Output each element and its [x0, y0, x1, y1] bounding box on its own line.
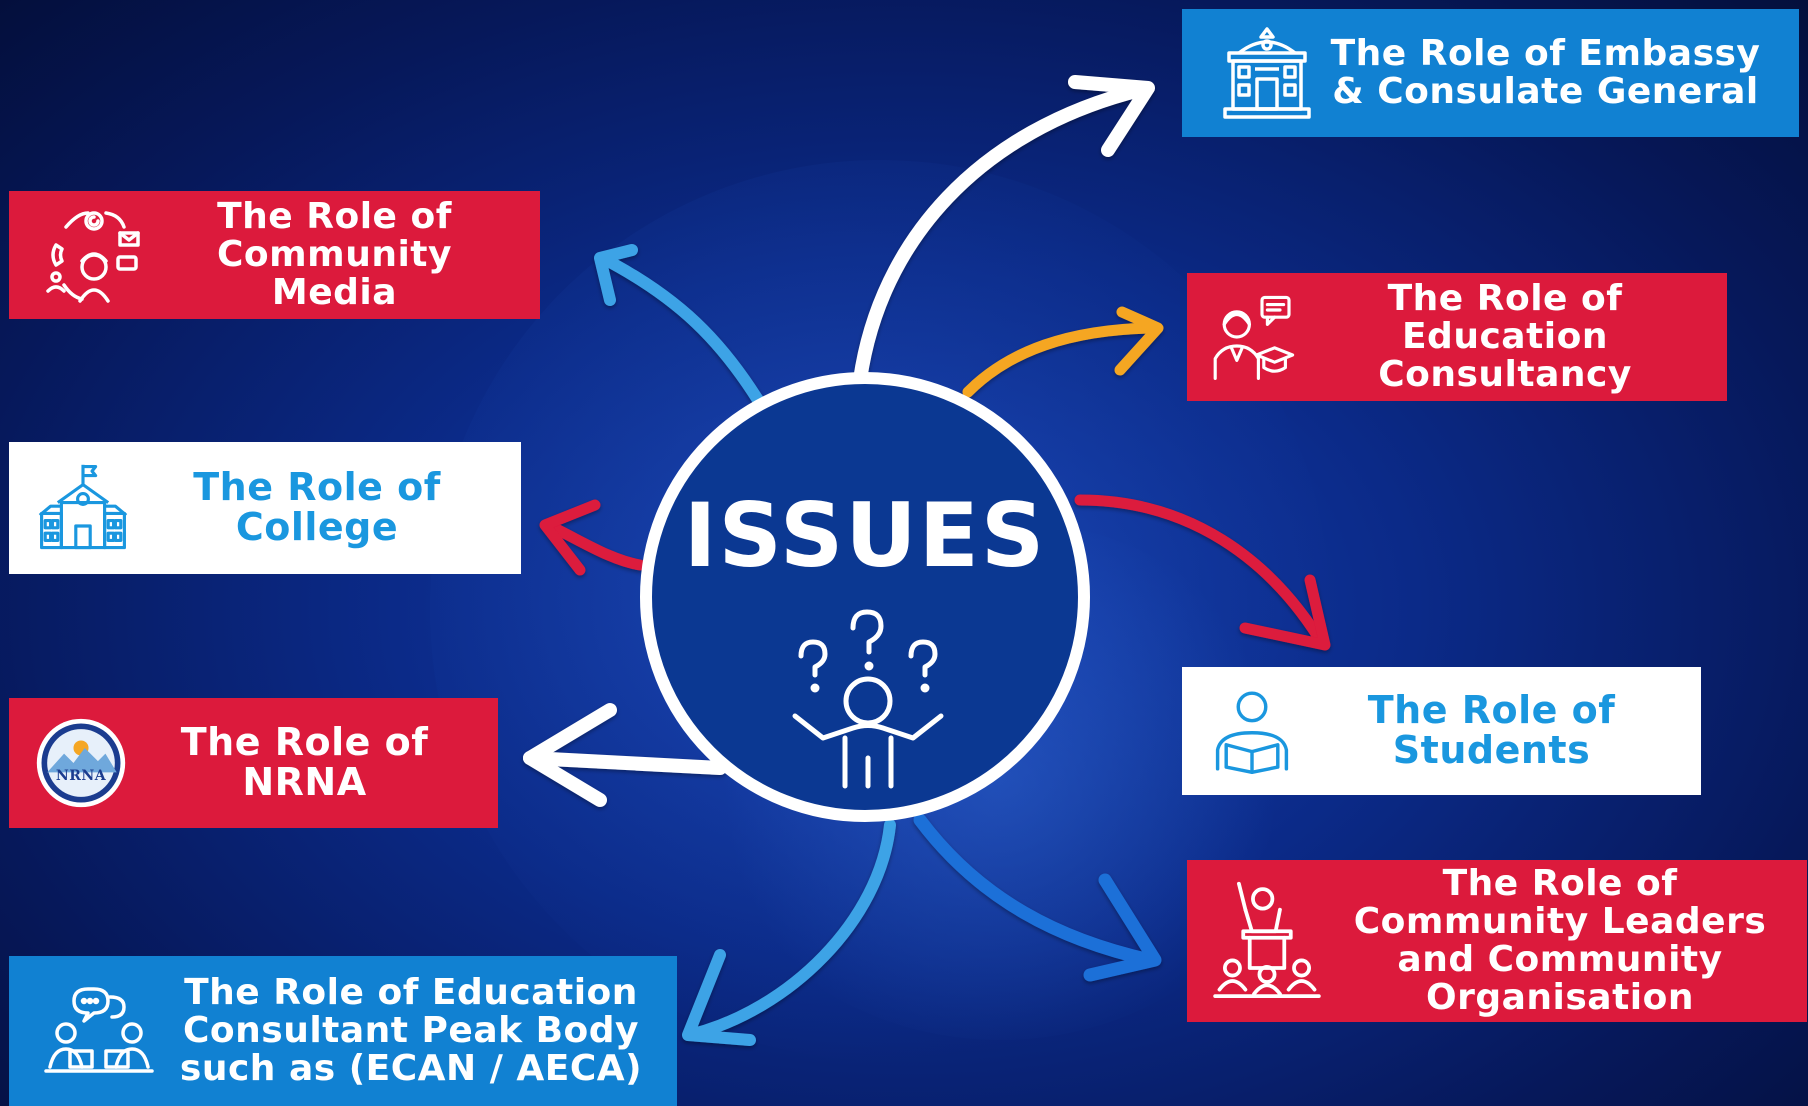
arrow-to-college — [542, 519, 646, 571]
arrowhead-community-leaders — [1083, 873, 1162, 982]
arrowhead-college — [539, 499, 601, 576]
arrow-to-nrna — [523, 751, 727, 775]
arrow-to-community-leaders — [913, 813, 1157, 967]
embassy-label: The Role of Embassy & Consulate General — [1330, 33, 1761, 112]
community-media-label: The Role of Community Media — [217, 196, 452, 313]
education-consultancy-label: The Role of Education Consultancy — [1378, 278, 1632, 395]
arrowhead-peak-body — [682, 949, 756, 1046]
consultant-graduation-icon — [1213, 295, 1295, 380]
college-box: The Role of College — [9, 442, 521, 574]
arrowhead-community-media — [594, 244, 638, 306]
arrowhead-education-consultancy — [1114, 306, 1164, 376]
nrna-logo: NRNA — [36, 718, 126, 808]
arrow-to-students — [1074, 494, 1326, 646]
meeting-people-icon — [44, 987, 154, 1073]
issues-circle: ISSUES — [640, 372, 1090, 822]
arrowhead-students — [1239, 574, 1331, 651]
student-reading-icon — [1215, 691, 1289, 774]
arrowhead-nrna — [523, 703, 617, 807]
arrowhead-embassy — [1068, 75, 1155, 157]
issues-title: ISSUES — [683, 484, 1047, 587]
community-media-box: The Role of Community Media — [9, 191, 540, 319]
arrow-to-education-consultancy — [962, 322, 1156, 398]
nrna-box: NRNA The Role of NRNA — [9, 698, 498, 828]
embassy-building-icon — [1223, 27, 1311, 119]
school-building-icon — [38, 464, 128, 550]
peak-body-box: The Role of Education Consultant Peak Bo… — [9, 956, 677, 1106]
arrow-to-community-media — [604, 256, 764, 406]
speaker-podium-icon — [1213, 881, 1321, 998]
community-leaders-label: The Role of Community Leaders and Commun… — [1353, 863, 1767, 1018]
nrna-label: The Role of NRNA — [180, 720, 429, 804]
education-consultancy-box: The Role of Education Consultancy — [1187, 273, 1727, 401]
embassy-box: The Role of Embassy & Consulate General — [1182, 9, 1799, 137]
students-label: The Role of Students — [1367, 688, 1616, 772]
confused-person-icon — [792, 609, 944, 789]
nrna-logo-text: NRNA — [56, 768, 107, 784]
college-label: The Role of College — [193, 465, 441, 549]
community-media-icon — [46, 211, 140, 303]
peak-body-label: The Role of Education Consultant Peak Bo… — [179, 972, 643, 1089]
community-leaders-box: The Role of Community Leaders and Commun… — [1187, 860, 1807, 1022]
arrow-to-peak-body — [684, 819, 896, 1041]
students-box: The Role of Students — [1182, 667, 1701, 795]
arrow-to-embassy — [853, 83, 1147, 387]
